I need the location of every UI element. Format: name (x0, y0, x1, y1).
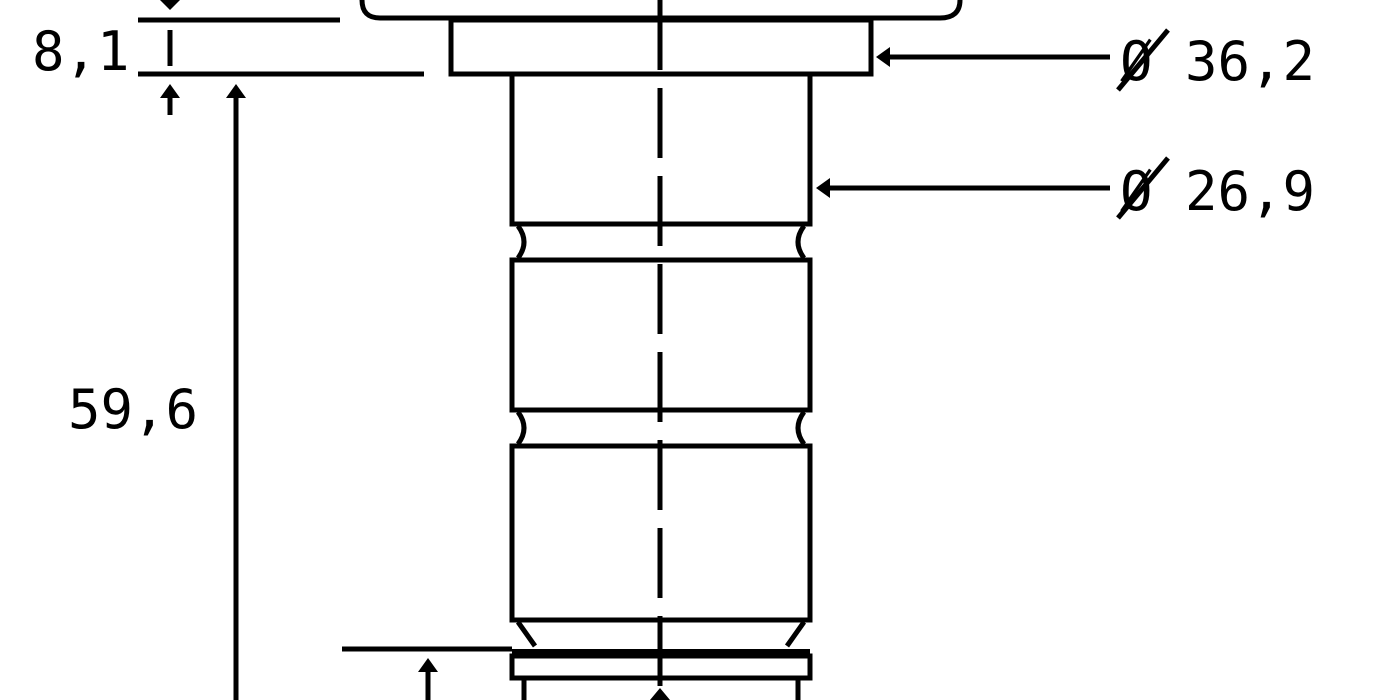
arrowhead-icon (226, 84, 246, 98)
groove-1 (515, 224, 807, 260)
arrowhead-icon (816, 178, 830, 198)
dimension-label-overall-height: 59,6 (68, 378, 198, 441)
arrowhead-icon (160, 0, 180, 10)
arrowhead-icon (876, 47, 890, 67)
dimension-label-body-diameter: Ø 26,9 (1120, 160, 1315, 223)
arrowhead-icon (418, 658, 438, 672)
groove-2 (515, 410, 807, 446)
leader-26-9 (825, 156, 1170, 220)
dimension-label-flange-diameter: Ø 36,2 (1120, 30, 1315, 93)
arrowhead-icon (160, 84, 180, 98)
extension-lines (138, 17, 512, 652)
leader-36-2 (885, 28, 1170, 92)
dimension-label-flange-height: 8,1 (32, 20, 130, 83)
chamfer (515, 620, 807, 648)
